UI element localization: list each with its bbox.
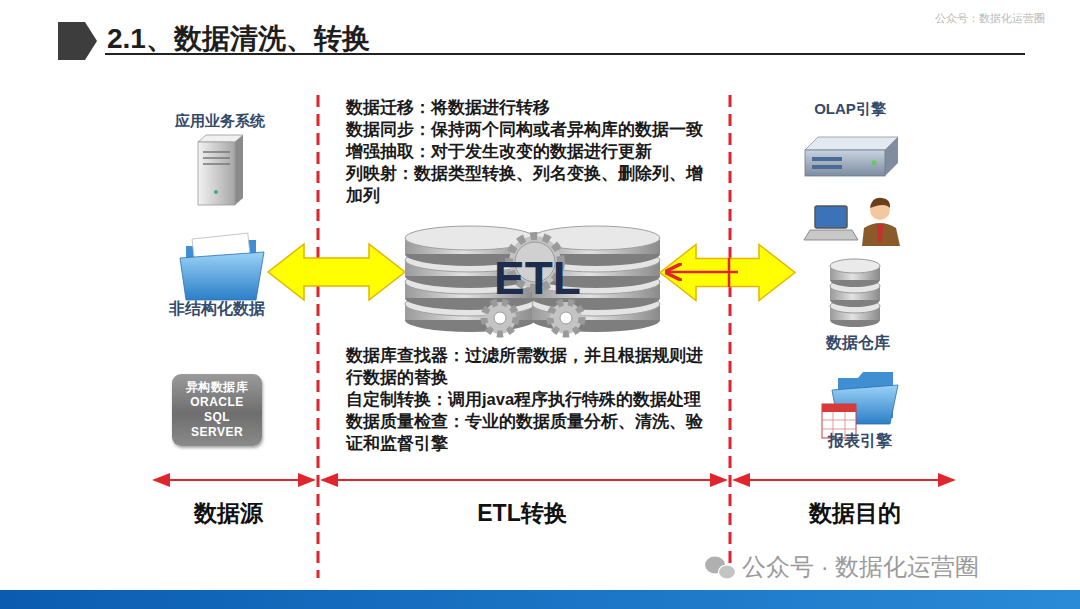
source-unstructured: 非结构化数据 [165, 226, 268, 318]
user-icon-part [804, 230, 858, 240]
span-bracket-part [734, 479, 954, 481]
feature-note: 自定制转换：调用java程序执行特殊的数据处理 [346, 388, 708, 410]
span-bracket [154, 480, 954, 481]
watermark: 公众号：数据化运营圈 [935, 11, 1075, 26]
etl-icon [405, 226, 660, 334]
report-icon-part [822, 404, 856, 412]
source-system: 应用业务系统 [160, 112, 280, 207]
data-warehouse: 数据仓库 [795, 215, 920, 352]
slide-title: 2.1、数据清洗、转换 [107, 20, 370, 58]
report-engine: 报表引擎 [800, 365, 920, 450]
direction-arrow [668, 271, 738, 274]
server-icon-part [198, 142, 235, 205]
etl-icon-part-part [494, 312, 506, 324]
olap-server-icon-part [885, 137, 898, 176]
column-divider [729, 95, 732, 578]
feature-note: 数据质量检查：专业的数据质量分析、清洗、验证和监督引擎 [346, 410, 708, 454]
report-icon [822, 372, 898, 438]
user-icon [804, 198, 900, 246]
user-icon-part [877, 224, 883, 243]
user-icon-part [815, 206, 847, 228]
server-icon-part [203, 151, 230, 153]
report-icon-part [822, 420, 856, 421]
report-icon-part [822, 429, 856, 430]
server-icon [198, 135, 243, 205]
database-icon-part [830, 259, 880, 273]
etl-engine: ETL [405, 220, 660, 325]
olap-server-icon-part [872, 161, 877, 166]
folder-icon-part [180, 252, 264, 300]
feature-note: 数据库查找器：过滤所需数据，并且根据规则进行数据的替换 [346, 344, 708, 388]
column-divider [317, 95, 320, 578]
olap-server-icon-part [805, 137, 898, 150]
etl-icon-part-part [560, 312, 572, 324]
user-icon-part [870, 198, 890, 208]
flow-arrow [660, 245, 795, 301]
etl-icon-part-part [484, 302, 516, 334]
icon-caption: 应用业务系统 [160, 112, 280, 130]
wechat-icon-part [719, 565, 736, 579]
etl-icon-part-part [550, 302, 582, 334]
feature-note: 增强抽取：对于发生改变的数据进行更新 [346, 140, 708, 162]
icon-caption: 报表引擎 [800, 431, 920, 450]
database-box: 异构数据库 ORACLE SQL SERVER [172, 374, 262, 446]
user-icon-part [862, 223, 900, 246]
server-icon-part [214, 190, 218, 194]
flow-arrow [268, 244, 405, 300]
database-icon [830, 259, 880, 327]
column-heading: 数据目的 [755, 498, 955, 529]
note-group: 数据迁移：将数据进行转移数据同步：保持两个同构或者异构库的数据一致增强抽取：对于… [346, 96, 708, 206]
feature-note: 列映射：数据类型转换、列名变换、删除列、增加列 [346, 162, 708, 206]
direction-arrow [728, 258, 731, 287]
feature-note: 数据同步：保持两个同构或者异构库的数据一致 [346, 118, 708, 140]
engine-label: ETL [415, 251, 660, 306]
span-bracket-part [322, 479, 726, 481]
column-heading: ETL转换 [422, 498, 622, 529]
watermark: 公众号 · 数据化运营圈 [742, 551, 1062, 583]
server-icon-part [203, 163, 230, 165]
footer-band [0, 590, 1080, 609]
olap-server-icon-part [812, 165, 842, 169]
wechat-icon [705, 557, 736, 580]
olap-server-icon-part [805, 150, 885, 176]
column-heading: 数据源 [128, 498, 328, 529]
feature-note: 数据迁移：将数据进行转移 [346, 96, 708, 118]
olap-engine: OLAP引擎 [795, 100, 905, 180]
span-bracket-part [154, 479, 314, 481]
icon-caption: 数据仓库 [795, 333, 920, 352]
title-marker [58, 22, 97, 60]
olap-server-icon-part [812, 157, 842, 161]
icon-caption: OLAP引擎 [795, 100, 905, 118]
server-icon-part [203, 157, 230, 159]
icon-caption: 非结构化数据 [165, 299, 268, 318]
note-group: 数据库查找器：过滤所需数据，并且根据规则进行数据的替换自定制转换：调用java程… [346, 344, 708, 454]
folder-icon [180, 233, 264, 300]
olap-server-icon [805, 137, 898, 176]
server-icon-part [235, 135, 243, 205]
box-text: 异构数据库 ORACLE SQL SERVER [184, 380, 250, 440]
